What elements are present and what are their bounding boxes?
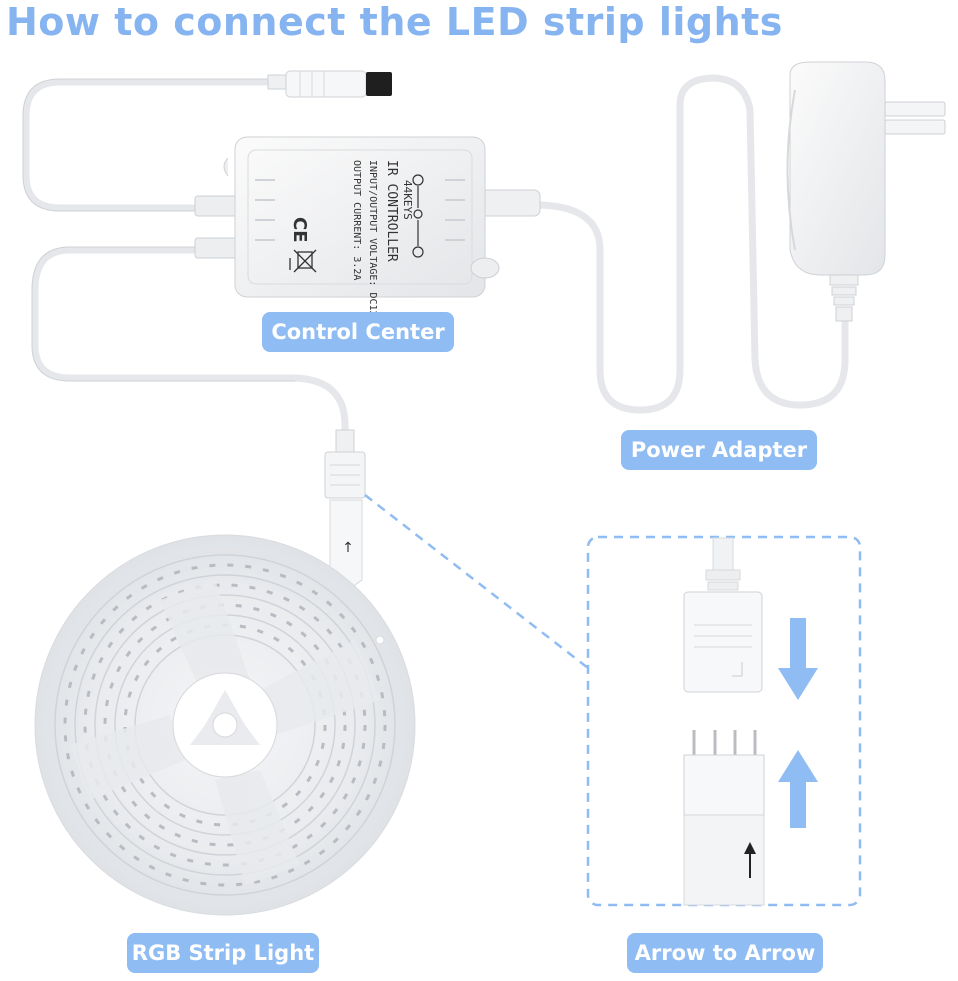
connector-top — [267, 70, 392, 98]
controller-keys-text: 44KEYS — [401, 180, 414, 220]
page-title: How to connect the LED strip lights — [6, 0, 783, 44]
label-rgb-strip-light: RGB Strip Light — [127, 933, 319, 973]
strip-connector: ↑ — [324, 429, 366, 593]
cable-power — [531, 74, 849, 414]
weee-bin-icon — [289, 249, 317, 273]
controller-box: 44KEYS IR CONTROLLER INPUT/OUTPUT VOLTAG… — [194, 136, 541, 323]
label-arrow-to-arrow: Arrow to Arrow — [627, 933, 823, 973]
polarity-icon — [412, 174, 424, 258]
controller-name-text: IR CONTROLLER — [384, 160, 399, 262]
female-connector — [683, 537, 763, 693]
male-connector — [683, 730, 765, 906]
label-control-center: Control Center — [262, 312, 454, 352]
arrow-down-icon — [778, 618, 818, 700]
svg-text:↑: ↑ — [342, 540, 354, 556]
cable-top-loop — [22, 78, 274, 212]
label-power-adapter: Power Adapter — [621, 430, 817, 470]
arrow-up-icon — [778, 750, 818, 828]
cables — [22, 74, 849, 454]
led-reel — [34, 534, 416, 916]
ce-mark-icon: CE — [289, 217, 310, 243]
controller-voltage-text: INPUT/OUTPUT VOLTAGE: DC12V — [367, 160, 378, 323]
cable-strip — [31, 246, 349, 454]
controller-current-text: OUTPUT CURRENT: 3.2A — [351, 160, 362, 280]
callout — [364, 494, 862, 907]
power-adapter-device — [786, 61, 946, 322]
